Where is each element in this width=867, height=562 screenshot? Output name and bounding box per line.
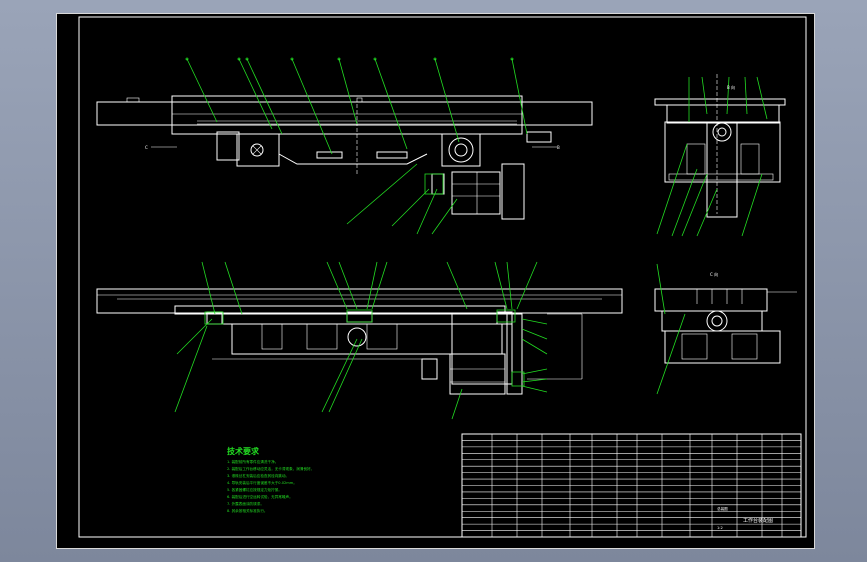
- b-view: B 向: [654, 74, 786, 237]
- b-view-label: B 向: [727, 84, 735, 90]
- tech-requirement-line: 6. 装配后进行空运转试验，无异常噪声。: [227, 494, 293, 499]
- c-view-label: C 向: [710, 271, 718, 277]
- tech-requirement-line: 4. 导轨安装后平行度误差不大于0.02mm。: [227, 480, 297, 485]
- top-view-leaders: [185, 57, 528, 235]
- tech-requirement-line: 1. 装配前所有零件应清洗干净。: [227, 459, 278, 464]
- drawing-sheet: C B: [56, 13, 815, 549]
- title-block: 工作台装配图 总装图 1:2: [461, 433, 802, 538]
- top-elevation-view: C B: [96, 95, 593, 220]
- tech-requirement-line: 3. 滚珠丝杠安装后应检查其径向跳动。: [227, 473, 289, 478]
- tech-requirements-title: 技术要求: [227, 446, 260, 456]
- middle-section-view: [96, 288, 623, 395]
- c-view: C 向: [654, 263, 797, 395]
- svg-text:B: B: [557, 145, 560, 150]
- scale-label: 1:2: [717, 526, 723, 530]
- cad-drawing: C B: [78, 16, 807, 538]
- tech-requirement-line: 2. 装配后工作台移动应灵活，无卡滞现象，润滑良好。: [227, 466, 314, 471]
- svg-text:C: C: [145, 145, 148, 150]
- tech-requirement-line: 7. 外露表面涂防锈漆。: [227, 501, 264, 506]
- tech-requirement-line: 8. 其余按相关标准执行。: [227, 508, 268, 513]
- middle-view-leaders: [174, 261, 548, 420]
- part-label: 总装图: [717, 506, 728, 511]
- tech-requirement-line: 5. 各紧固螺钉应按规定力矩拧紧。: [227, 487, 282, 492]
- drawing-name: 工作台装配图: [743, 517, 773, 524]
- tech-requirements: 技术要求 1. 装配前所有零件应清洗干净。 2. 装配后工作台移动应灵活，无卡滞…: [227, 446, 314, 513]
- drawing-frame: [78, 16, 807, 538]
